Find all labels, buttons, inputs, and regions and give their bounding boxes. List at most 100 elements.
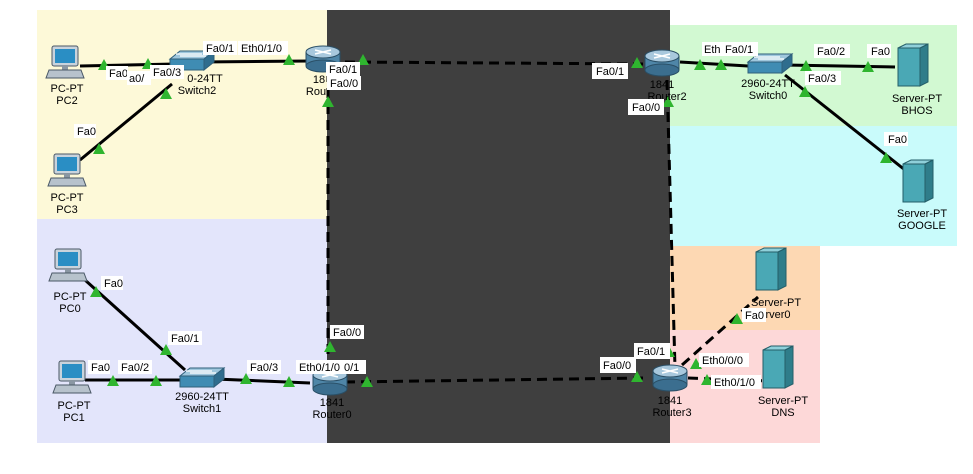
- svg-text:Fa0/3: Fa0/3: [250, 362, 278, 374]
- link-switch1-router0: [214, 377, 311, 385]
- port-label: Fa0/3: [805, 71, 841, 85]
- svg-text:Fa0/0: Fa0/0: [632, 102, 660, 114]
- port-label: Fa0: [867, 44, 891, 58]
- svg-text:Fa0/0: Fa0/0: [330, 78, 358, 90]
- pc1-name: PC1: [63, 412, 84, 424]
- svg-text:Fa0/1: Fa0/1: [206, 43, 234, 55]
- router3-type: 1841: [658, 395, 682, 407]
- server-google-name: GOOGLE: [898, 220, 946, 232]
- pc0-type: PC-PT: [54, 291, 87, 303]
- svg-text:Fa0/0: Fa0/0: [603, 360, 631, 372]
- switch1[interactable]: 2960-24TT Switch1: [175, 367, 229, 415]
- port-label: Fa0/3: [247, 360, 281, 374]
- router3-name: Router3: [652, 407, 691, 419]
- svg-text:Eth0/1/0: Eth0/1/0: [714, 377, 755, 389]
- server-dns[interactable]: Server-PT DNS: [758, 345, 808, 419]
- svg-text:0/1: 0/1: [344, 362, 359, 374]
- svg-text:Fa0/2: Fa0/2: [121, 362, 149, 374]
- pc3-name: PC3: [56, 204, 77, 216]
- link-rtl-router2: [344, 60, 646, 66]
- port-label: Fa0: [742, 308, 766, 322]
- link-router0-router3: [344, 376, 646, 384]
- switch2-name: Switch2: [178, 85, 217, 97]
- switch0[interactable]: 2960-24TT Switch0: [741, 53, 795, 102]
- link-router2-switch0: [679, 60, 749, 68]
- svg-text:Fa0/2: Fa0/2: [817, 46, 845, 58]
- svg-text:Fa0/3: Fa0/3: [153, 67, 181, 79]
- server-dns-type: Server-PT: [758, 395, 808, 407]
- router0-type: 1841: [320, 397, 344, 409]
- port-label: Fa0: [101, 276, 123, 290]
- svg-text:Fa0: Fa0: [888, 134, 907, 146]
- svg-text:Fa0: Fa0: [109, 68, 128, 80]
- port-label: Eth0/0/0: [699, 353, 749, 367]
- port-label: Fa0/1: [722, 42, 758, 56]
- port-label: Eth0/1/0: [238, 41, 288, 55]
- port-label: a0/: [127, 71, 151, 85]
- port-label: Fa0/1: [592, 63, 628, 79]
- router-top-left-type: 18: [313, 74, 325, 86]
- router2-type: 1841: [650, 79, 674, 91]
- port-label: Fa0: [88, 360, 110, 374]
- svg-text:Fa0: Fa0: [77, 126, 96, 138]
- port-label: Fa0: [884, 132, 908, 146]
- pc0[interactable]: PC-PT PC0: [48, 248, 88, 315]
- link-switch2-router: [199, 59, 311, 64]
- svg-text:Eth0/1/0: Eth0/1/0: [299, 362, 340, 374]
- svg-text:Fa0/1: Fa0/1: [596, 66, 624, 78]
- svg-text:Fa0/1: Fa0/1: [637, 346, 665, 358]
- pc3[interactable]: PC-PT PC3: [47, 153, 87, 216]
- svg-text:Fa0/1: Fa0/1: [171, 333, 199, 345]
- port-label: Fa0/1: [634, 343, 670, 359]
- port-label: Fa0/2: [118, 360, 152, 374]
- port-label: Fa0: [74, 124, 96, 138]
- port-label: Fa0/0: [600, 357, 636, 373]
- svg-text:Fa0: Fa0: [745, 310, 764, 322]
- switch2[interactable]: 0-24TT Switch2: [169, 50, 223, 97]
- server0-name: rver0: [765, 309, 790, 321]
- router0[interactable]: 1841 Router0: [312, 368, 352, 421]
- port-label: Fa0/1: [326, 62, 360, 76]
- svg-text:Fa0: Fa0: [871, 46, 890, 58]
- switch2-type: 0-24TT: [187, 73, 223, 85]
- pc1[interactable]: PC-PT PC1: [52, 360, 92, 424]
- server-google[interactable]: Server-PT GOOGLE: [897, 159, 947, 232]
- svg-text:Eth0/0/0: Eth0/0/0: [702, 355, 743, 367]
- router3[interactable]: 1841 Router3: [652, 364, 692, 419]
- port-label: 0/1: [342, 360, 366, 374]
- pc2-type: PC-PT: [51, 83, 84, 95]
- server-bhos-type: Server-PT: [892, 93, 942, 105]
- router-top-left-name: Rou: [306, 86, 326, 98]
- port-label: Fa0/2: [814, 44, 850, 58]
- pc3-type: PC-PT: [51, 192, 84, 204]
- svg-text:a0/: a0/: [129, 73, 145, 85]
- pc2[interactable]: PC-PT PC2: [45, 45, 85, 107]
- switch1-name: Switch1: [183, 403, 222, 415]
- port-label: Fa0/0: [327, 76, 361, 90]
- server0-type: Server-PT: [751, 297, 801, 309]
- port-label: Eth: [702, 42, 724, 56]
- link-pc2-switch2: [79, 62, 176, 68]
- link-switch0-bhos: [784, 63, 896, 69]
- port-label: Fa0/1: [203, 41, 237, 55]
- port-label: Eth0/1/0: [711, 375, 761, 389]
- svg-text:Fa0/3: Fa0/3: [808, 73, 836, 85]
- pc1-type: PC-PT: [58, 400, 91, 412]
- server-bhos[interactable]: Server-PT BHOS: [892, 43, 942, 117]
- link-pc3-switch2: [79, 82, 173, 162]
- server0[interactable]: Server-PT rver0: [751, 247, 801, 321]
- svg-text:Fa0/1: Fa0/1: [329, 64, 357, 76]
- port-label: Fa0/0: [628, 99, 664, 115]
- pc0-name: PC0: [59, 303, 80, 315]
- router-top-left[interactable]: 18 Rou: [305, 45, 341, 98]
- server-google-type: Server-PT: [897, 208, 947, 220]
- port-label: Fa0: [106, 66, 128, 80]
- port-label: Eth0/1/0: [296, 360, 346, 374]
- switch1-type: 2960-24TT: [175, 391, 229, 403]
- svg-text:Fa0: Fa0: [91, 362, 110, 374]
- svg-text:Fa0/0: Fa0/0: [333, 327, 361, 339]
- server-dns-name: DNS: [771, 407, 794, 419]
- link-router2-router3: [665, 79, 677, 369]
- svg-text:Fa0: Fa0: [104, 278, 123, 290]
